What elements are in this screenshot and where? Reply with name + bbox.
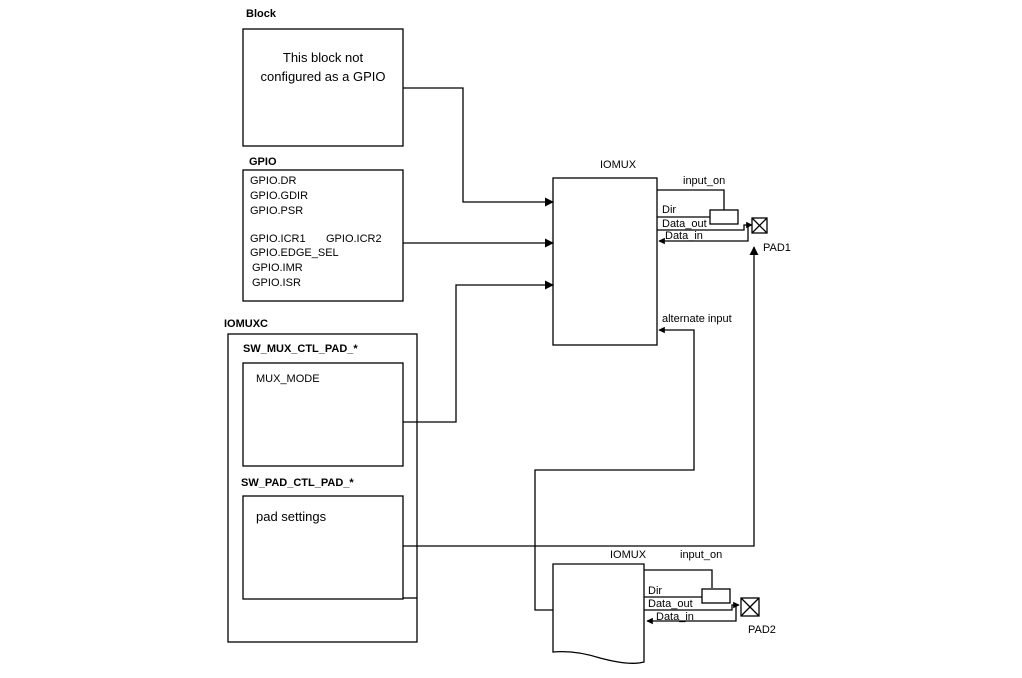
alternate-input-wire [534,326,695,611]
mux-mode-to-iomux-wire [403,280,554,423]
iomux2-title: IOMUX [610,549,647,561]
iomux1-title: IOMUX [600,159,637,171]
pad2-label: PAD2 [748,624,776,636]
block-desc-line1: This block not [283,50,364,65]
iomux2-dir-label: Dir [648,585,662,597]
pad-ctl-box [242,495,404,600]
gpio-reg-psr: GPIO.PSR [250,205,303,217]
iomux2-block: IOMUX input_on Dir Data_out Data_in PAD2 [552,549,776,664]
iomux1-alternate-input-label: alternate input [662,313,732,325]
iomux2-box [552,563,645,664]
gpio-block: GPIO GPIO.DR GPIO.GDIR GPIO.PSR GPIO.ICR… [242,156,404,302]
gpio-title: GPIO [249,156,277,168]
pad-settings-label: pad settings [256,509,327,524]
iomux1-data-out-wire [657,221,753,231]
iomux2-input-on-label: input_on [680,549,722,561]
iomux1-data-out-label: Data_out [662,218,707,230]
non-gpio-block: Block This block not configured as a GPI… [242,8,404,147]
pad1-label: PAD1 [763,242,791,254]
pad-ctl-title: SW_PAD_CTL_PAD_* [241,477,354,489]
block-title: Block [246,8,277,20]
gpio-reg-edge-sel: GPIO.EDGE_SEL [250,247,339,259]
non-gpio-block-box [242,28,404,147]
iomux1-data-in-label: Data_in [665,230,703,242]
iomux2-input-on-wire [644,569,713,588]
iomux1-data-in-wire [658,226,749,245]
iomux1-block: IOMUX input_on Dir Data_out Data_in PAD1… [552,159,791,346]
block-desc-line2: configured as a GPIO [260,69,385,84]
gpio-reg-isr: GPIO.ISR [252,277,301,289]
iomux2-data-out-label: Data_out [648,598,693,610]
gpio-reg-icr1: GPIO.ICR1 [250,233,306,245]
iomux1-dir-label: Dir [662,204,676,216]
pad-cross-icon [740,597,760,617]
iomux2-data-in-wire [646,606,737,625]
iomux2-data-out-wire [644,601,740,611]
iomux2-data-in-label: Data_in [656,611,694,623]
gpio-reg-icr2: GPIO.ICR2 [326,233,382,245]
gpio-reg-dr: GPIO.DR [250,175,297,187]
iomux1-input-on-wire [657,189,725,210]
iomux1-box [552,177,658,346]
mux-ctl-title: SW_MUX_CTL_PAD_* [243,343,358,355]
pad-settings-to-pad1-wire [403,246,759,547]
mux-mode-label: MUX_MODE [256,373,320,385]
gpio-reg-gdir: GPIO.GDIR [250,190,308,202]
gpio-box [242,169,404,302]
mux-ctl-box [242,362,404,467]
gpio-reg-imr: GPIO.IMR [252,262,303,274]
iomuxc-block: IOMUXC SW_MUX_CTL_PAD_* MUX_MODE SW_PAD_… [224,318,418,643]
iomuxc-title: IOMUXC [224,318,268,330]
block-to-iomux-wire [403,87,554,207]
iomux1-input-on-label: input_on [683,175,725,187]
tristate-buffer-icon [701,588,731,604]
pad-cross-icon [751,217,768,234]
tristate-buffer-icon [709,209,739,225]
